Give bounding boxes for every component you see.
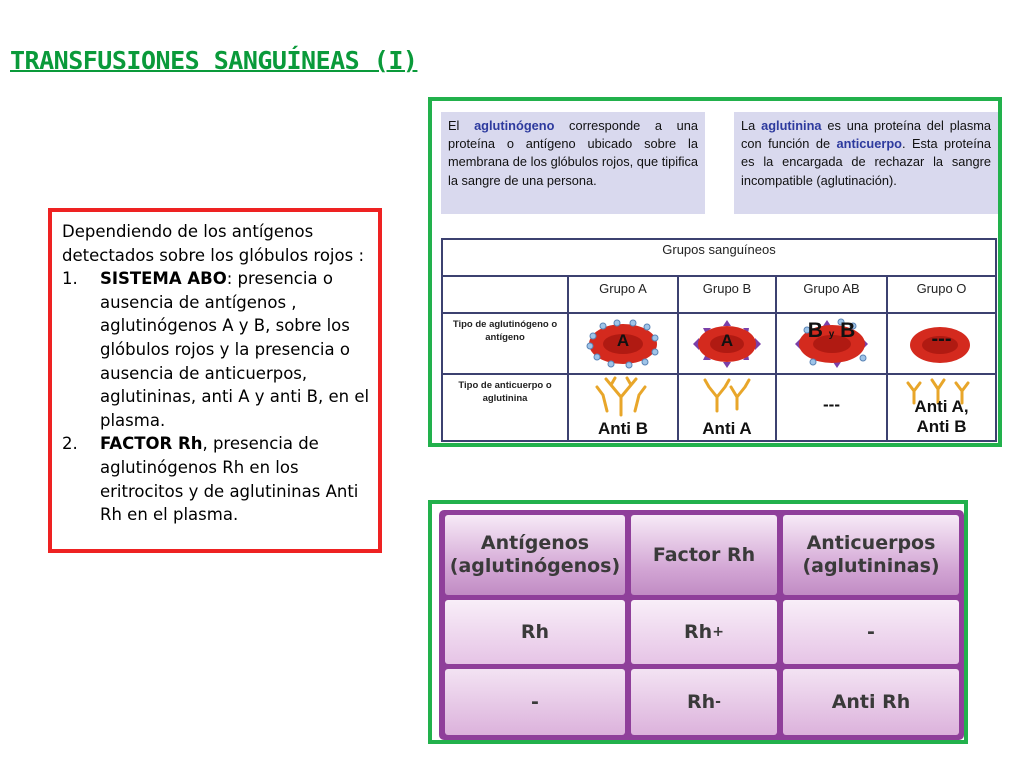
red-blood-cell-icon — [693, 320, 761, 368]
divider — [567, 314, 569, 440]
antibody-icon — [595, 376, 647, 417]
red-blood-cell-icon — [910, 327, 970, 363]
no-antigen-label: --- — [931, 328, 952, 350]
red-cell-group-o: --- — [888, 314, 995, 373]
divider — [886, 314, 888, 440]
note-text: La — [741, 118, 762, 133]
antibody-group-o: Anti A, Anti B — [888, 375, 995, 440]
empty-corner-cell — [443, 277, 567, 314]
list-number: 2. — [62, 434, 78, 454]
page-title: TRANSFUSIONES SANGUÍNEAS (I) — [10, 46, 418, 75]
antibody-group-a: Anti B — [569, 375, 677, 440]
antigen-b-text: B — [840, 319, 856, 342]
divider — [775, 314, 777, 440]
row-label-antigen: Tipo de aglutinógeno o antígeno — [452, 319, 558, 343]
list-item-abo: 1. SISTEMA ABO: presencia o ausencia de a… — [62, 267, 378, 432]
cell-antigen-rh-positive: Rh — [445, 600, 625, 664]
cell-antibody-rh-negative: Anti Rh — [783, 669, 959, 735]
red-cell-group-a: A — [569, 314, 677, 373]
cell-antibody-rh-positive: - — [783, 600, 959, 664]
cell-rh-positive: Rh+ — [631, 600, 777, 664]
rh-factor-table: Antígenos (aglutinógenos) Factor Rh Anti… — [439, 510, 964, 740]
antibody-group-ab: --- — [777, 375, 886, 440]
antibody-icon — [703, 378, 751, 413]
keyword-agglutinin: aglutinina — [761, 118, 822, 133]
header-rh-factor: Factor Rh — [631, 515, 777, 595]
antibody-text: Anti A, — [914, 397, 969, 416]
rh-text: Rh — [684, 621, 713, 643]
red-cell-group-b: A — [679, 314, 775, 373]
list-item-rh: 2. FACTOR Rh, presencia de aglutinógenos … — [62, 432, 378, 526]
rh-sign: - — [715, 694, 721, 710]
rh-text: , presencia de aglutinógenos Rh en los e… — [100, 434, 359, 525]
no-antibody-label: --- — [823, 395, 840, 414]
keyword-agglutinogen: aglutinógeno — [474, 118, 555, 133]
red-blood-cell-icon — [795, 318, 868, 368]
agglutinogen-note: El aglutinógeno corresponde a una proteí… — [441, 112, 705, 214]
rh-factor-panel: Antígenos (aglutinógenos) Factor Rh Anti… — [428, 500, 968, 744]
red-blood-cell-icon — [586, 319, 659, 369]
abo-rh-explanation-box: Dependiendo de los antígenos detectados … — [48, 208, 382, 553]
antibody-label: Anti A — [702, 419, 752, 438]
blood-groups-panel: El aglutinógeno corresponde a una proteí… — [428, 97, 1002, 447]
antigen-a-text: B — [807, 319, 823, 342]
header-antibodies: Anticuerpos (aglutininas) — [783, 515, 959, 595]
systems-list: 1. SISTEMA ABO: presencia o ausencia de a… — [62, 267, 378, 527]
note-text: corresponde a una proteína o antígeno ub… — [448, 118, 699, 188]
antibody-icon — [906, 378, 970, 405]
column-group-b: Grupo B — [677, 277, 775, 314]
blood-groups-table: Grupos sanguíneos Grupo A Grupo B Grupo … — [441, 238, 997, 442]
agglutinin-note: La aglutinina es una proteína del plasma… — [734, 112, 998, 214]
cell-rh-negative: Rh- — [631, 669, 777, 735]
antibody-group-b: Anti A — [679, 375, 775, 440]
note-text: El — [448, 118, 475, 133]
column-group-ab: Grupo AB — [775, 277, 886, 314]
list-number: 1. — [62, 269, 78, 289]
rh-sign: + — [712, 624, 724, 640]
antibody-label: Anti A, Anti B — [888, 397, 995, 437]
conjunction-text: y — [828, 329, 835, 340]
abo-heading: SISTEMA ABO — [100, 269, 227, 289]
row-label-antibody: Tipo de anticuerpo o aglutinina — [458, 380, 552, 404]
cell-antigen-rh-negative: - — [445, 669, 625, 735]
divider — [443, 373, 995, 375]
rh-heading: FACTOR Rh — [100, 434, 203, 454]
column-group-a: Grupo A — [567, 277, 677, 314]
abo-text: : presencia o ausencia de antígenos , ag… — [100, 269, 370, 430]
antibody-text: Anti B — [916, 417, 967, 436]
intro-text: Dependiendo de los antígenos detectados … — [62, 222, 365, 265]
note-text: es una proteína del plasma con función d… — [741, 118, 992, 152]
column-group-o: Grupo O — [886, 277, 995, 314]
antigen-b-label: A — [720, 331, 734, 350]
antigen-a-label: A — [616, 331, 630, 350]
table-header: Grupos sanguíneos — [443, 240, 995, 277]
red-cell-group-ab: B y B — [777, 314, 886, 373]
rh-text: Rh — [687, 691, 716, 713]
antigen-ab-label: B y B — [777, 319, 886, 343]
keyword-antibody: anticuerpo — [836, 136, 902, 152]
divider — [677, 314, 679, 440]
note-text: . Esta proteína es la encargada de recha… — [741, 136, 991, 188]
header-antigens: Antígenos (aglutinógenos) — [445, 515, 625, 595]
antibody-label: Anti B — [597, 419, 649, 438]
